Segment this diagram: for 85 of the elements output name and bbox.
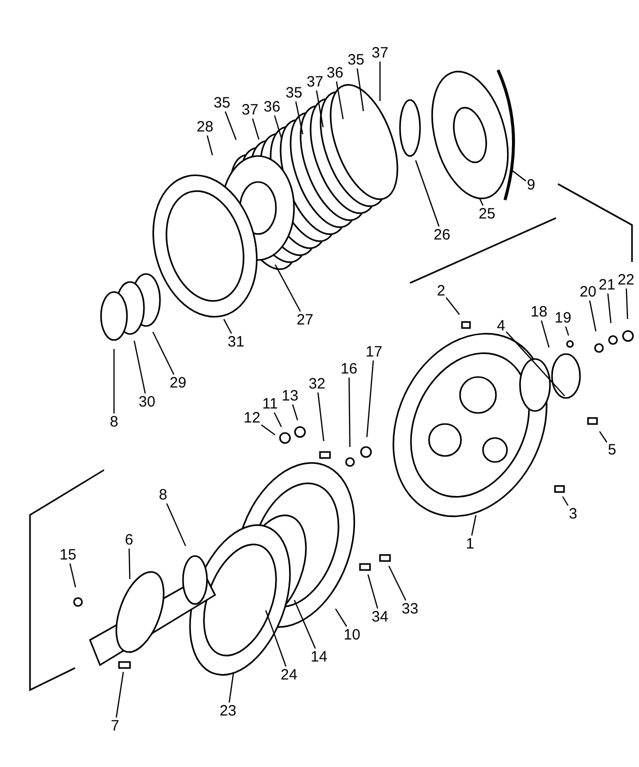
callout-number: 15	[60, 548, 76, 562]
callout-number: 33	[402, 602, 418, 616]
callout-number: 8	[110, 414, 118, 430]
callout-number: 24	[280, 668, 298, 682]
callout-number: 1	[466, 536, 474, 552]
leader-line	[113, 349, 115, 414]
leader-line	[379, 62, 381, 101]
callout-number: 12	[244, 410, 260, 426]
callout-number: 35	[214, 96, 230, 110]
leader-line	[128, 548, 130, 580]
leader-line	[512, 170, 526, 182]
callout-number: 2	[436, 284, 446, 298]
callout-number: 25	[478, 206, 496, 222]
leader-line	[274, 412, 282, 428]
leader-line	[252, 118, 260, 140]
leader-line	[292, 404, 298, 420]
leader-line	[335, 608, 348, 627]
callout-number: 29	[170, 376, 186, 390]
leader-line	[506, 331, 566, 396]
callout-number: 18	[530, 304, 548, 320]
leader-line	[223, 318, 232, 334]
leader-line	[589, 300, 596, 332]
callout-number: 23	[220, 704, 236, 718]
leader-line	[367, 574, 378, 609]
leader-line	[317, 392, 324, 442]
callout-number: 9	[526, 178, 536, 192]
leader-line	[294, 600, 316, 649]
leader-line	[562, 496, 568, 506]
callout-number: 7	[110, 718, 120, 734]
leader-line	[356, 68, 364, 112]
leader-line	[479, 198, 484, 206]
leader-line	[316, 90, 324, 128]
leader-line	[540, 320, 550, 348]
leader-line	[366, 360, 374, 438]
callout-number: 35	[286, 86, 302, 100]
callout-number: 35	[348, 52, 364, 68]
callout-number: 31	[228, 334, 244, 350]
callout-number: 6	[124, 532, 134, 548]
callout-number: 28	[196, 120, 214, 134]
leader-line	[471, 515, 476, 536]
leader-line	[274, 264, 301, 312]
callout-number: 16	[340, 362, 358, 376]
leader-line	[228, 672, 234, 703]
leader-line	[607, 293, 612, 324]
callout-number: 13	[282, 388, 298, 404]
leader-line	[274, 115, 282, 140]
callout-number: 10	[344, 628, 360, 642]
callout-number: 5	[608, 442, 616, 458]
callout-number: 8	[158, 488, 168, 502]
leader-line	[388, 566, 406, 601]
callout-number: 11	[262, 396, 278, 412]
leader-line	[206, 135, 213, 156]
leader-line	[336, 81, 344, 120]
callout-number: 20	[580, 284, 596, 300]
callout-number: 14	[310, 650, 328, 664]
callout-number: 37	[372, 46, 388, 60]
leader-line	[626, 288, 628, 320]
leader-line	[260, 424, 276, 436]
leader-line	[224, 111, 237, 140]
leader-line	[116, 672, 124, 718]
leader-line	[565, 326, 570, 336]
leader-line	[348, 378, 350, 447]
callout-number: 22	[618, 272, 634, 288]
leader-line	[134, 340, 146, 394]
callout-number: 34	[372, 610, 388, 624]
leader-line	[599, 431, 608, 443]
leader-line	[415, 160, 440, 227]
callout-number: 21	[598, 278, 616, 292]
leader-line	[69, 563, 76, 588]
callout-number: 36	[264, 100, 280, 114]
callout-number: 27	[296, 312, 314, 328]
callout-number: 26	[434, 228, 450, 242]
leader-line	[152, 332, 174, 375]
callout-number: 3	[568, 506, 578, 522]
callout-number: 17	[366, 344, 382, 360]
leader-line	[166, 503, 186, 546]
callout-number: 19	[554, 310, 572, 326]
callout-number: 32	[308, 376, 326, 392]
leader-line	[446, 297, 460, 315]
callout-number: 36	[326, 66, 344, 80]
callout-number: 37	[242, 102, 258, 118]
leader-line	[265, 610, 286, 667]
callout-number: 30	[138, 394, 156, 410]
callout-number: 37	[306, 74, 324, 90]
callout-number: 4	[496, 318, 506, 334]
